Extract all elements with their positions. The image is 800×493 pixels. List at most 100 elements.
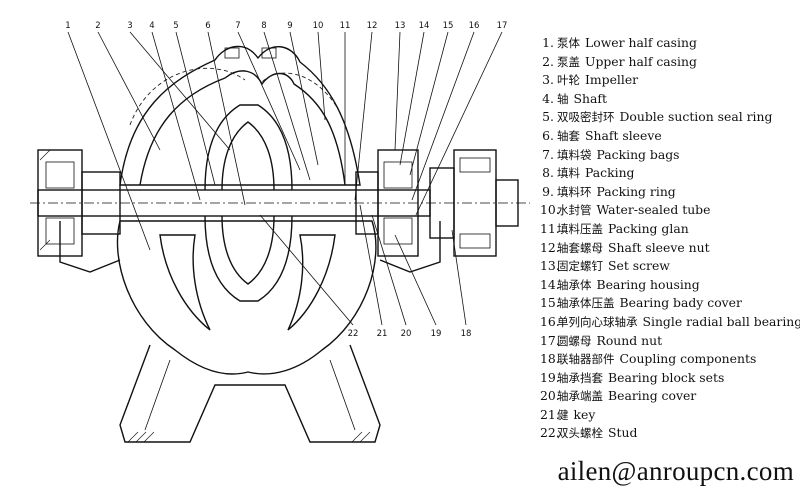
legend-item-number: 18. [540,351,560,367]
legend-item: 22.双头螺栓 Stud [540,424,798,443]
callout-leader [207,31,246,206]
legend-item-english: Stud [608,425,638,441]
callout-label: 7 [235,21,240,31]
legend-item-chinese: 填料压盖 [557,221,603,236]
legend-item-number: 22. [540,425,560,441]
legend-item-english: Set screw [608,258,670,274]
legend-item-chinese: 水封管 [557,203,592,218]
right-bearing-housing [355,149,419,257]
legend-item-english: Double suction seal ring [619,109,773,125]
legend-item-chinese: 双吸密封环 [557,110,615,125]
legend-item-number: 15. [540,295,560,311]
callout-label: 14 [419,21,430,31]
callout-leader [97,31,161,151]
legend-item: 8.填料 Packing [540,164,798,183]
legend-item-chinese: 轴承端盖 [557,389,603,404]
upper-half-casing [119,45,361,186]
legend-item-number: 11. [540,220,560,236]
legend-item: 21.健 key [540,406,798,425]
legend-item: 14.轴承体 Bearing housing [540,276,798,295]
callout-label: 10 [313,21,324,31]
legend-item-number: 20. [540,388,560,404]
legend-item-english: Lower half casing [585,35,697,50]
callout-label: 8 [261,21,266,31]
callout-label: 21 [377,329,388,339]
legend-item: 7.填料袋 Packing bags [540,146,798,165]
legend-item-number: 6. [542,127,554,143]
callout-leader [359,204,383,326]
legend-item-number: 17. [540,332,560,348]
callout-label: 9 [287,21,292,31]
callout-label: 17 [497,21,508,31]
legend-item-number: 21. [540,406,560,422]
legend-item-chinese: 叶轮 [557,73,580,88]
legend-item-number: 1. [542,35,554,50]
legend-item-english: Bearing housing [596,276,700,292]
legend-item-english: Round nut [596,332,663,348]
callout-leader [399,31,425,166]
legend-item: 4.轴 Shaft [540,90,798,109]
legend-item: 10.水封管 Water-sealed tube [540,201,798,220]
legend-item-chinese: 轴承体压盖 [557,296,615,311]
legend-item-chinese: 轴承挡套 [557,370,603,385]
callout-leader [317,31,326,121]
legend-item-english: Bearing block sets [608,369,725,385]
legend-item-english: Water-sealed tube [596,202,711,218]
shaft [30,189,530,217]
coupling [429,149,519,257]
callout-label: 1 [65,21,70,31]
legend-item-chinese: 填料袋 [557,147,592,162]
legend-item-number: 19. [540,369,560,385]
callout-leader [259,214,354,326]
legend-item-chinese: 双头螺栓 [557,426,603,441]
legend-item-english: Upper half casing [585,53,697,69]
legend-item-number: 7. [542,146,554,162]
legend-item-english: key [573,406,596,422]
callout-label: 11 [340,21,351,31]
legend-item-english: Single radial ball bearing [642,313,800,329]
callout-leader [394,31,401,151]
callout-leader [237,31,301,171]
callout-label: 20 [401,329,412,339]
callout-leader [451,229,467,326]
legend-item-chinese: 联轴器部件 [557,352,615,367]
legend-item-number: 8. [542,165,554,181]
callout-leader [394,234,437,326]
legend-item-chinese: 轴 [557,91,569,106]
legend-item-english: Packing ring [596,183,676,199]
callout-label: 5 [173,21,178,31]
legend-item-english: Shaft [573,90,607,106]
legend-item-chinese: 填料 [557,166,580,181]
callout-leader [415,31,503,216]
legend-item-number: 4. [542,90,554,106]
legend-item-english: Packing [585,165,635,181]
callout-leader [175,31,216,186]
legend-item-chinese: 健 [557,407,569,422]
callout-label: 6 [205,21,210,31]
legend-item-english: Coupling components [619,351,757,367]
legend-item-number: 13. [540,258,560,274]
legend-item-number: 10. [540,202,560,218]
callout-label: 4 [149,21,154,31]
callout-leader [409,31,449,176]
callout-label: 12 [367,21,378,31]
legend-item-chinese: 填料环 [557,184,592,199]
legend-item-english: Packing bags [596,146,680,162]
legend-item-chinese: 轴承体 [557,277,592,292]
lower-half-casing [59,220,441,443]
contact-email: ailen@anroupcn.com [557,456,794,486]
legend-item-chinese: 单列向心球轴承 [557,314,638,329]
legend-item-number: 14. [540,276,560,292]
callout-label: 19 [431,329,442,339]
